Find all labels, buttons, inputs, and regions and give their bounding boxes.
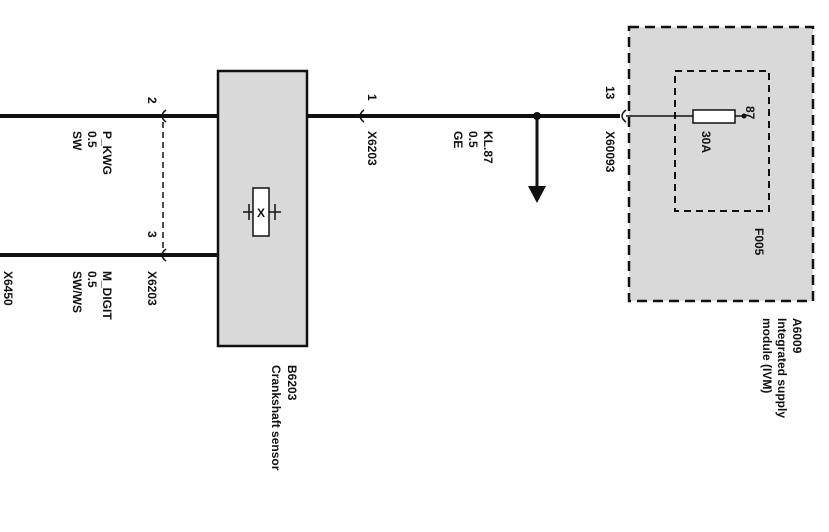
module-name-line1: Integrated supply <box>775 318 789 418</box>
wire-lower-color: SW/WS <box>70 271 84 313</box>
pin-label-13: 13 <box>603 86 617 100</box>
pin-hook-1 <box>359 109 365 123</box>
wire-mid-size: 0.5 <box>466 131 480 148</box>
module-name-line2: module (IVM) <box>760 318 774 393</box>
connector-x6203-mid: X6203 <box>365 131 379 166</box>
wire-mid-color: GE <box>451 131 465 148</box>
wire-upper-color: SW <box>70 131 84 151</box>
connector-x6450: X6450 <box>1 271 15 306</box>
pin-label-3: 3 <box>145 231 159 238</box>
connector-x6203-left: X6203 <box>145 271 159 306</box>
sensor-symbol: X <box>243 187 281 237</box>
module-id: A6009 <box>790 318 804 354</box>
branch-arrow-icon <box>528 186 546 203</box>
wire-lower-size: 0.5 <box>85 271 99 288</box>
pin-label-2: 2 <box>145 97 159 104</box>
wire-upper-name: P_KWG <box>100 131 114 175</box>
pin-label-1: 1 <box>365 94 379 101</box>
sensor-id: B6203 <box>285 365 299 401</box>
wire-upper-size: 0.5 <box>85 131 99 148</box>
fuse-icon <box>692 109 736 124</box>
sensor-name: Crankshaft sensor <box>269 365 283 471</box>
wire-mid-name: KL.87 <box>481 131 495 164</box>
fuse-rating: 30A <box>699 131 713 153</box>
wire-lower-name: M_DIGIT <box>100 271 114 320</box>
pin-hook-13 <box>621 109 627 123</box>
pin-hook-2 <box>161 109 167 123</box>
fuse-terminal: 87 <box>743 106 757 120</box>
fuse-terminal-dot <box>741 113 747 119</box>
fuse-id: F005 <box>752 228 766 256</box>
fuse-box <box>674 70 770 212</box>
ivm-module-box <box>627 25 815 303</box>
connector-x60093: X60093 <box>603 131 617 173</box>
pin-hook-3 <box>161 248 167 262</box>
sensor-symbol-label: X <box>257 206 265 220</box>
